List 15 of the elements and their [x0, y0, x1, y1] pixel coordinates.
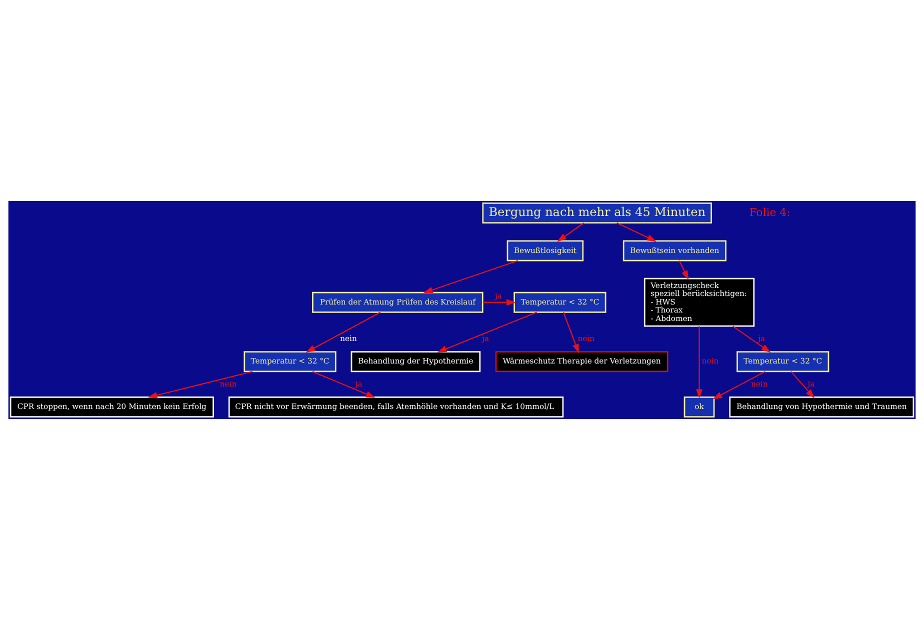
arrow [732, 326, 771, 353]
arrow [306, 312, 381, 353]
arrow [712, 371, 766, 400]
arrow [562, 312, 579, 354]
arrow [557, 222, 584, 242]
arrow [696, 326, 703, 399]
arrow [790, 371, 815, 398]
arrow [678, 260, 689, 280]
arrow [482, 299, 516, 306]
arrow [437, 312, 537, 352]
arrow [312, 371, 376, 398]
node-box: Bergung nach mehr als 45 Minuten [482, 202, 712, 224]
label: Folie 4: [749, 206, 790, 219]
arrow [423, 260, 518, 294]
arrow [148, 370, 253, 398]
